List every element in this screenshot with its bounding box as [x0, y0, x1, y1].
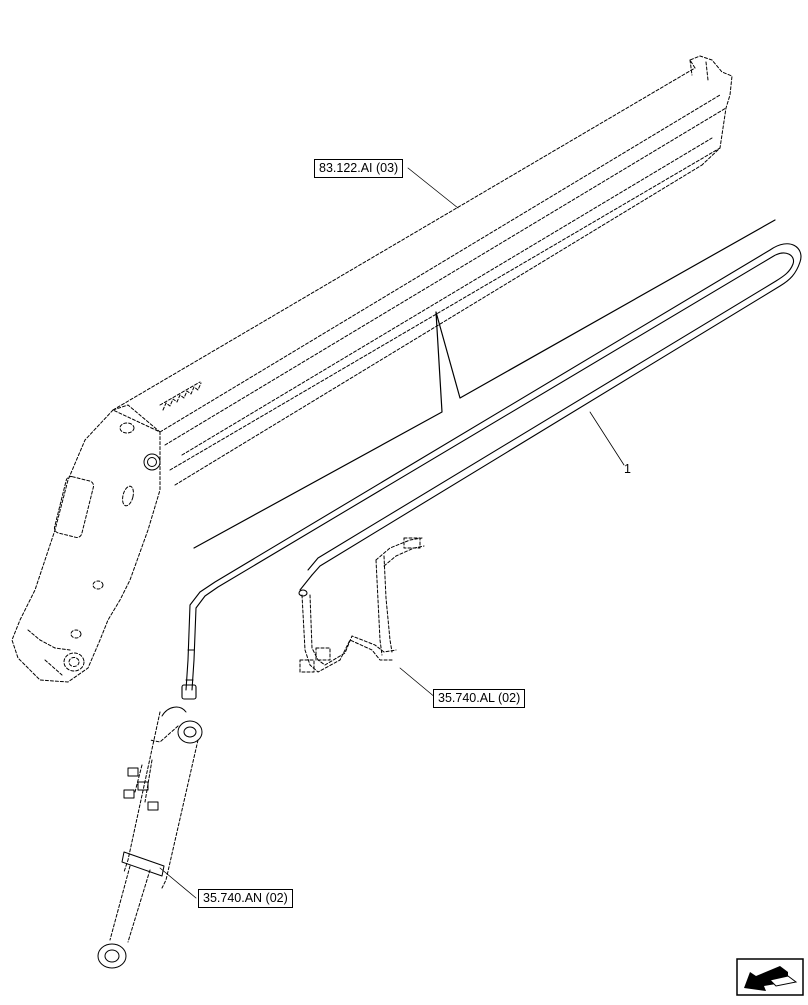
leader-lines — [159, 167, 625, 899]
cylinder-reference-label[interactable]: 35.740.AN (02) — [198, 889, 293, 908]
hydraulic-hose — [181, 243, 802, 700]
arrow-back-icon — [736, 958, 804, 996]
hose-item-number: 1 — [624, 462, 631, 476]
hydraulic-cylinder — [97, 706, 203, 969]
boom-reference-label[interactable]: 83.122.AI (03) — [314, 159, 404, 178]
hydraulic-lines-reference-label[interactable]: 35.740.AL (02) — [433, 689, 526, 708]
hydraulic-lines-assembly — [299, 537, 425, 673]
nav-arrow-button[interactable] — [736, 958, 804, 996]
boom-pivot — [143, 453, 161, 471]
boom-outline — [11, 55, 733, 683]
section-break-line — [193, 219, 776, 549]
